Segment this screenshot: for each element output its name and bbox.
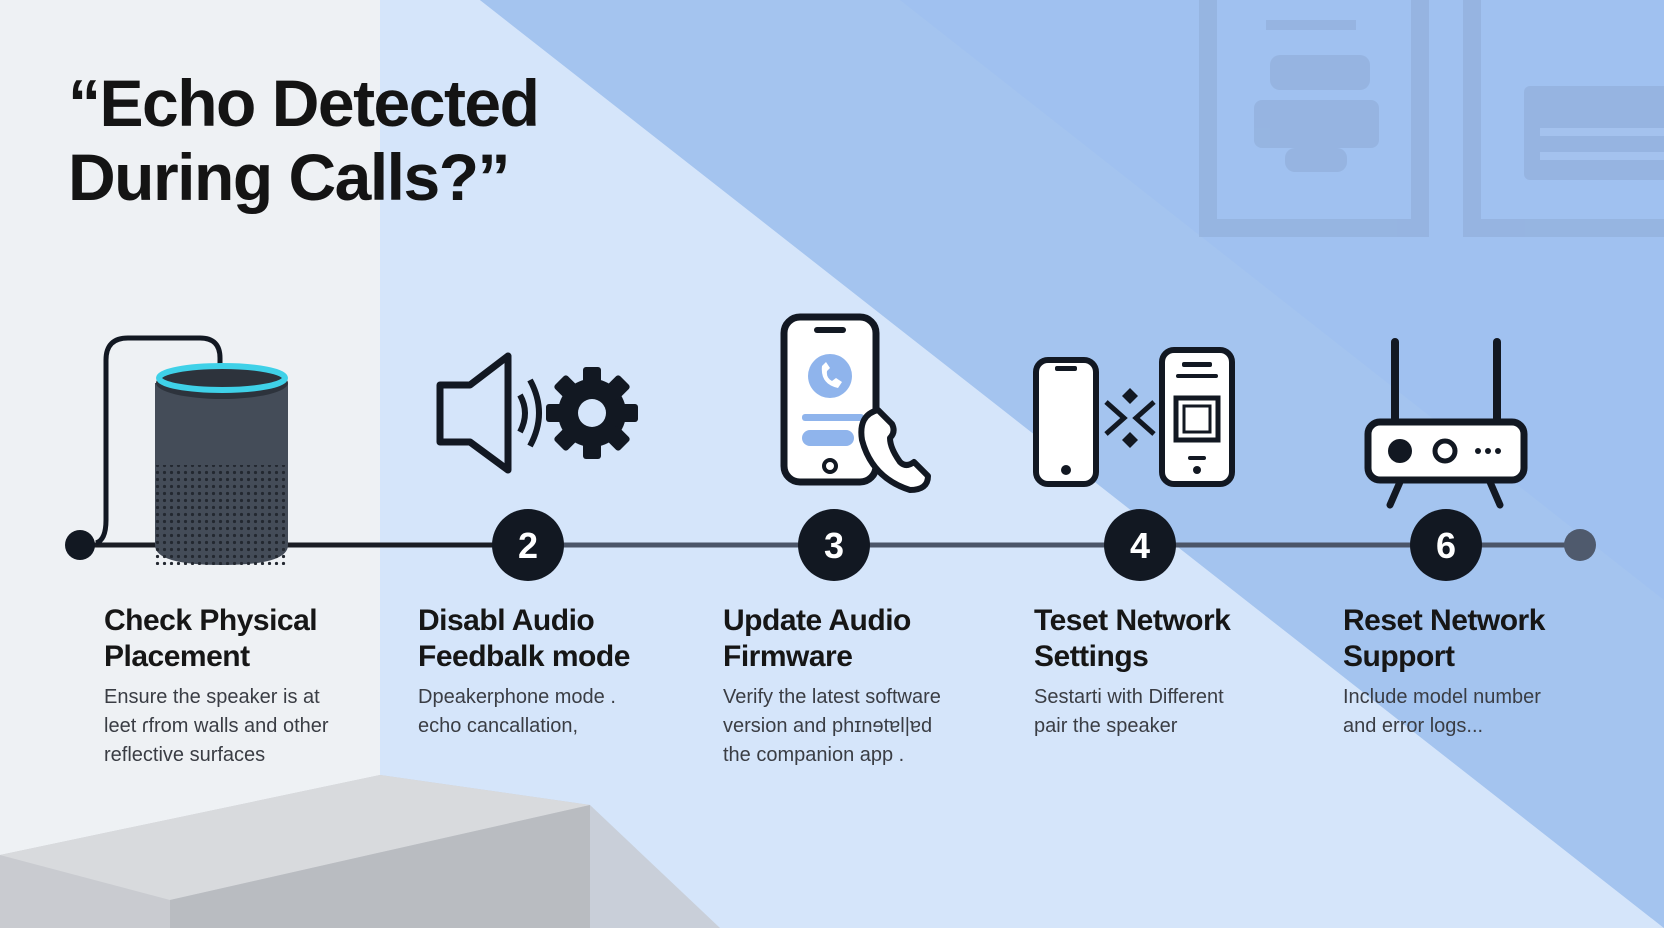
step-5-title: Reset Network Support (1343, 603, 1603, 675)
step-2-title: Disabl Audio Feedbalk mode (418, 603, 678, 675)
smart-speaker-icon (95, 335, 288, 565)
phone-pairing-icon (1033, 347, 1235, 487)
frame-printer-icon (1254, 20, 1379, 172)
step-4-desc-line: Sestarti with Different (1034, 686, 1224, 708)
step-number-2: 2 (518, 525, 538, 566)
step-4-title: Teset Network Settings (1034, 603, 1294, 675)
step-4-title-line: Settings (1034, 640, 1149, 673)
page-title-line-1: “Echo Detected (68, 66, 540, 140)
step-3-description: Verify the latest software version and p… (723, 683, 993, 770)
timeline-start-dot (65, 530, 95, 560)
step-1-desc-line: reflective surfaces (104, 744, 266, 766)
step-1-desc-line: leet ɾfrom walls and other (104, 715, 329, 737)
step-number-3: 3 (824, 525, 844, 566)
page-title: “Echo Detected During Calls?” (68, 66, 540, 214)
step-1-title-line: Placement (104, 640, 250, 673)
step-3-title-line: Firmware (723, 640, 853, 673)
step-number-5: 6 (1436, 525, 1456, 566)
step-2-description: Dpeakerphone mode . echo cancallation, (418, 683, 688, 741)
step-5-title-line: Support (1343, 640, 1455, 673)
step-marker-3: 3 (798, 509, 870, 581)
step-4-title-line: Teset Network (1034, 604, 1231, 637)
page-title-line-2: During Calls?” (68, 140, 511, 214)
step-3-title: Update Audio Firmware (723, 603, 983, 675)
step-5-desc-line: and error logs... (1343, 715, 1484, 737)
step-marker-2: 2 (492, 509, 564, 581)
timeline-end-dot (1564, 529, 1596, 561)
frame-card-icon (1524, 86, 1664, 180)
step-number-4: 4 (1130, 525, 1150, 566)
step-4-description: Sestarti with Different pair the speaker (1034, 683, 1304, 741)
step-marker-4: 4 (1104, 509, 1176, 581)
step-4-desc-line: pair the speaker (1034, 715, 1178, 737)
floor-block (0, 775, 720, 928)
step-3-desc-line: version and phɪnɘtɐl|ɐd (723, 715, 933, 737)
step-5-desc-line: Include model number (1343, 686, 1541, 708)
step-1-title-line: Check Physical (104, 604, 318, 637)
step-5-title-line: Reset Network (1343, 604, 1545, 637)
speaker-gear-icon (436, 352, 638, 474)
step-1-title: Check Physical Placement (104, 603, 364, 675)
step-3-desc-line: Verify the latest software (723, 686, 941, 708)
step-2-desc-line: echo cancallation, (418, 715, 579, 737)
step-2-desc-line: Dpeakerphone mode . (418, 686, 616, 708)
router-icon (1364, 338, 1528, 509)
step-3-title-line: Update Audio (723, 604, 911, 637)
step-1-description: Ensure the speaker is at leet ɾfrom wall… (104, 683, 374, 770)
step-2-title-line: Disabl Audio (418, 604, 595, 637)
wall-frames (1199, 0, 1664, 237)
step-5-description: Include model number and error logs... (1343, 683, 1613, 741)
step-marker-5: 6 (1410, 509, 1482, 581)
step-1-desc-line: Ensure the speaker is at (104, 686, 320, 708)
phone-call-icon (780, 313, 931, 493)
step-2-title-line: Feedbalk mode (418, 640, 630, 673)
step-3-desc-line: the companion app . (723, 744, 905, 766)
